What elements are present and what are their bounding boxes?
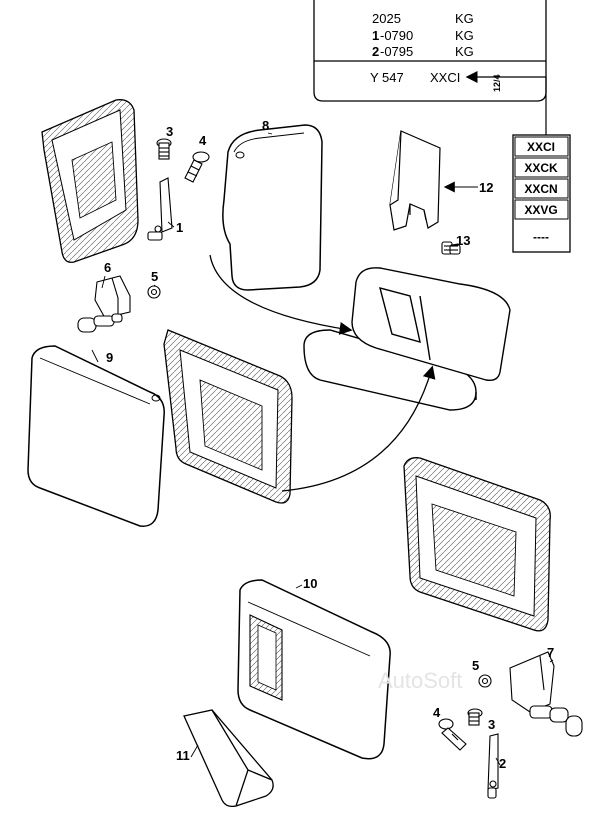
part-5-nut-lower bbox=[478, 674, 492, 688]
callout-8: 8 bbox=[262, 118, 269, 133]
variant-table: XXCI XXCK XXCN XXVG ---- bbox=[512, 134, 571, 253]
info-side-code: 12/4 bbox=[492, 74, 502, 92]
callout-5-upper: 5 bbox=[151, 269, 158, 284]
part-6-hinge-assembly bbox=[77, 275, 131, 333]
part-1-hinge bbox=[147, 177, 173, 241]
callout-1: 1 bbox=[176, 220, 183, 235]
callout-10: 10 bbox=[303, 576, 317, 591]
part-10-seatback-panel bbox=[237, 579, 391, 760]
arrow-seatback-to-bench bbox=[209, 254, 353, 335]
part-11-pad bbox=[183, 709, 274, 808]
callout-4-lower: 4 bbox=[433, 705, 441, 720]
info-ref-left: Y 547 bbox=[370, 70, 404, 85]
info-ref-right: XXCI bbox=[430, 70, 460, 85]
part-2-hinge bbox=[487, 733, 499, 799]
part-3-bolt bbox=[156, 138, 172, 160]
part-13-nut bbox=[441, 241, 461, 255]
callout-11: 11 bbox=[176, 748, 190, 763]
variant-xxck: XXCK bbox=[524, 161, 558, 175]
variant-xxcn: XXCN bbox=[524, 182, 557, 196]
callout-7: 7 bbox=[547, 645, 554, 660]
callout-4-upper: 4 bbox=[199, 133, 207, 148]
callout-3-lower: 3 bbox=[488, 717, 495, 732]
arrow-frame-to-bench bbox=[281, 365, 436, 492]
callout-3-upper: 3 bbox=[166, 124, 173, 139]
part-3-bolt-lower bbox=[467, 708, 483, 726]
part-12-bracket bbox=[389, 130, 441, 231]
part-4-bolt bbox=[184, 151, 210, 183]
info-row-3-prefix: 2 bbox=[372, 44, 379, 59]
callout-2: 2 bbox=[499, 756, 506, 771]
info-row-2-code: -0790 bbox=[380, 28, 413, 43]
info-box: 2025 KG 1 -0790 KG 2 -0795 KG Y 547 XXCI… bbox=[313, 0, 547, 143]
callout-9: 9 bbox=[106, 350, 113, 365]
variant-none: ---- bbox=[533, 230, 549, 244]
callout-6: 6 bbox=[104, 260, 111, 275]
callout-12: 12 bbox=[479, 180, 493, 195]
info-row-3-code: -0795 bbox=[380, 44, 413, 59]
part-7-hinge-assembly bbox=[509, 651, 583, 737]
frame-right-lower bbox=[403, 457, 551, 632]
assembled-bench-seat bbox=[303, 267, 511, 411]
info-row-3-unit: KG bbox=[455, 44, 474, 59]
watermark: AutoSoft bbox=[378, 668, 462, 693]
variant-xxci: XXCI bbox=[527, 140, 555, 154]
part-9-cushion bbox=[27, 345, 165, 527]
info-row-1-code: 2025 bbox=[372, 11, 401, 26]
callout-5-lower: 5 bbox=[472, 658, 479, 673]
callout-13: 13 bbox=[456, 233, 470, 248]
variant-ref-arrow bbox=[465, 71, 547, 143]
info-row-2-unit: KG bbox=[455, 28, 474, 43]
info-row-2-prefix: 1 bbox=[372, 28, 379, 43]
part-4-bolt-lower bbox=[438, 718, 467, 751]
part-5-nut bbox=[147, 285, 161, 299]
part-8-seatback bbox=[222, 124, 323, 291]
frame-middle bbox=[163, 329, 293, 504]
frame-left-upper bbox=[41, 99, 139, 263]
variant-xxvg: XXVG bbox=[524, 203, 557, 217]
info-row-1-unit: KG bbox=[455, 11, 474, 26]
